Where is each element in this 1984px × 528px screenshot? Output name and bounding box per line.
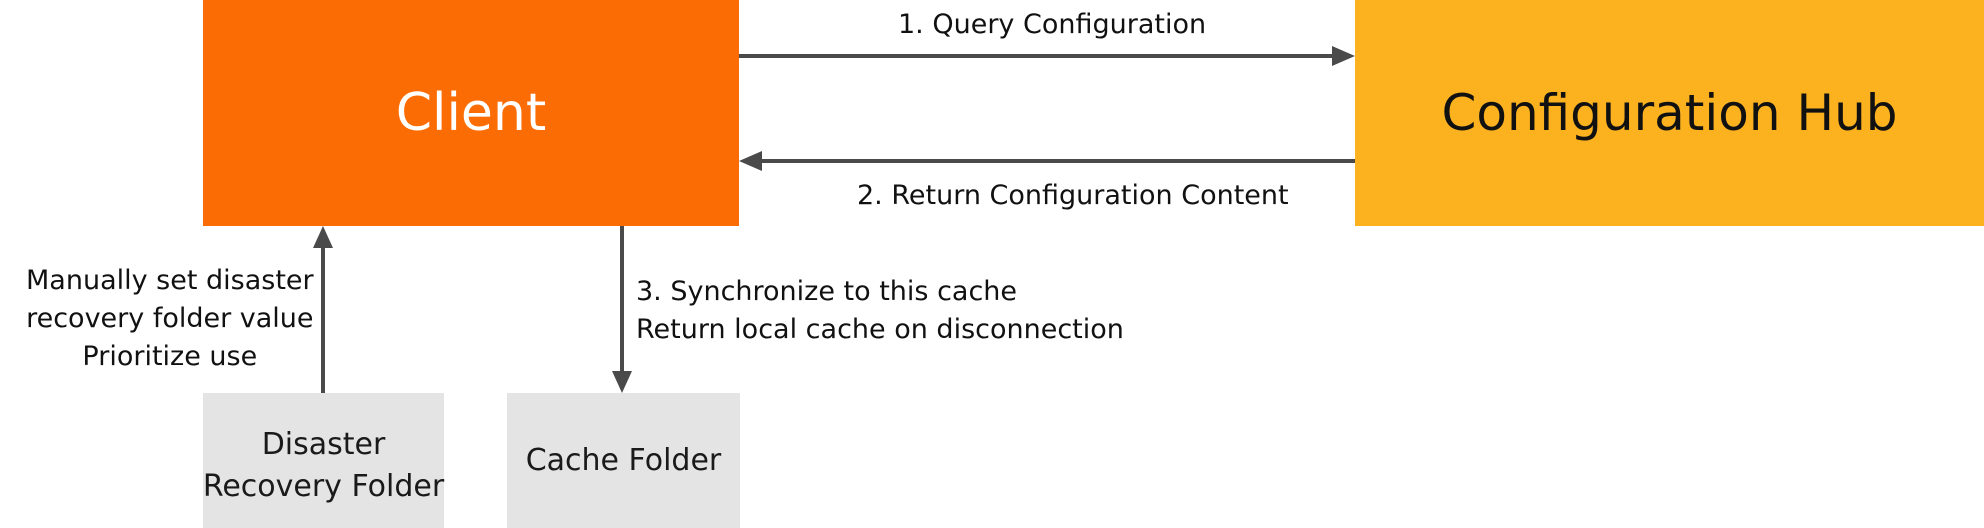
dr-folder-label-line-1: Disaster xyxy=(261,426,386,462)
edge-label-query-text: 1. Query Configuration xyxy=(898,9,1207,40)
client-node: Client xyxy=(203,0,739,226)
edge-label-disaster-recovery: Manually set disaster recovery folder va… xyxy=(26,262,314,376)
edge-label-return-text: 2. Return Configuration Content xyxy=(857,180,1289,211)
disaster-recovery-folder-node: Disaster Recovery Folder xyxy=(203,393,444,528)
edge-label-sync-line-2: Return local cache on disconnection xyxy=(636,314,1124,345)
arrow-disaster-recovery xyxy=(313,226,333,393)
edge-label-dr-line-2: recovery folder value xyxy=(26,303,314,334)
configuration-hub-node: Configuration Hub xyxy=(1355,0,1984,226)
arrow-query xyxy=(739,46,1355,66)
arrow-return xyxy=(739,151,1355,171)
cache-folder-node: Cache Folder xyxy=(507,393,740,528)
edge-label-dr-line-3: Prioritize use xyxy=(82,341,258,372)
edge-label-return: 2. Return Configuration Content xyxy=(857,177,1289,215)
cache-folder-label: Cache Folder xyxy=(525,443,722,478)
edge-label-query: 1. Query Configuration xyxy=(898,6,1206,44)
arrow-sync xyxy=(612,226,632,393)
edge-label-dr-line-1: Manually set disaster xyxy=(26,265,314,296)
client-label: Client xyxy=(395,83,547,143)
hub-label: Configuration Hub xyxy=(1441,84,1898,142)
edge-label-sync-line-1: 3. Synchronize to this cache xyxy=(636,276,1018,307)
dr-folder-label-line-2: Recovery Folder xyxy=(202,468,445,504)
edge-label-sync: 3. Synchronize to this cache Return loca… xyxy=(636,273,1124,349)
